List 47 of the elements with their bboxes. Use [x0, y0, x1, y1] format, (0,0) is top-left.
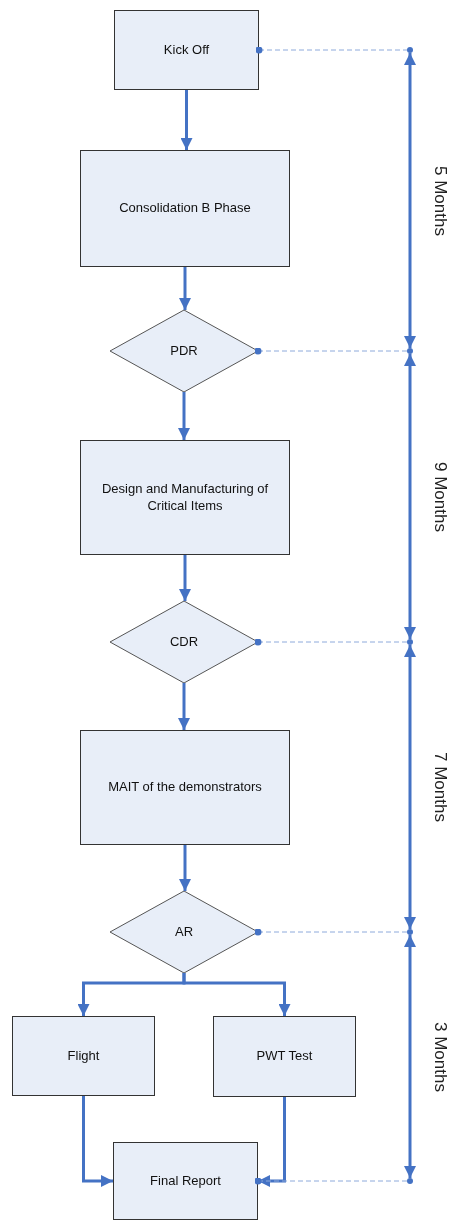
- process-box: [113, 1142, 258, 1220]
- process-box: [12, 1016, 155, 1096]
- node-label: Design and Manufacturing of Critical Items: [100, 480, 270, 515]
- edge-label: 3 Months: [430, 1021, 450, 1092]
- edge-label: 5 Months: [430, 165, 450, 236]
- process-box: [80, 440, 290, 555]
- arrow: [178, 392, 190, 440]
- timeline-dot: [407, 929, 413, 935]
- process-box: [80, 150, 290, 267]
- leader-line: [254, 638, 408, 646]
- node-label: Consolidation B Phase: [119, 200, 251, 217]
- process-box: [80, 730, 290, 845]
- leader-line: [255, 46, 408, 54]
- leader-line: [254, 1177, 408, 1185]
- timeline-dot: [407, 47, 413, 53]
- arrow: [404, 935, 416, 1178]
- leader-line: [254, 928, 408, 936]
- timeline-dot: [407, 348, 413, 354]
- decision-diamond: [110, 891, 258, 973]
- decision-diamond: [110, 310, 258, 392]
- arrow: [404, 354, 416, 639]
- node-label: PWT Test: [256, 1048, 313, 1065]
- node-label: Final Report: [150, 1172, 221, 1190]
- node-label: Flight: [67, 1047, 100, 1065]
- edge-label: 9 Months: [430, 461, 450, 532]
- arrow: [404, 53, 416, 348]
- node-label: PDR: [170, 342, 198, 360]
- arrow: [179, 267, 191, 310]
- timeline-dot: [407, 1178, 413, 1184]
- timeline-dot: [407, 639, 413, 645]
- arrow: [404, 645, 416, 929]
- arrow: [179, 555, 191, 601]
- node-label: CDR: [169, 633, 199, 651]
- arrow: [182, 973, 291, 1016]
- decision-diamond: [110, 601, 258, 683]
- arrow: [82, 1096, 113, 1187]
- arrow: [178, 683, 190, 730]
- process-box: [213, 1016, 356, 1097]
- node-label: MAIT of the demonstrators: [108, 779, 262, 796]
- edge-label: 7 Months: [430, 752, 450, 822]
- arrow: [258, 1097, 286, 1187]
- process-box: [114, 10, 259, 90]
- arrow: [180, 90, 193, 150]
- node-label: AR: [174, 923, 194, 941]
- node-label: Kick Off: [163, 41, 210, 59]
- arrow: [179, 845, 191, 891]
- leader-line: [254, 347, 408, 355]
